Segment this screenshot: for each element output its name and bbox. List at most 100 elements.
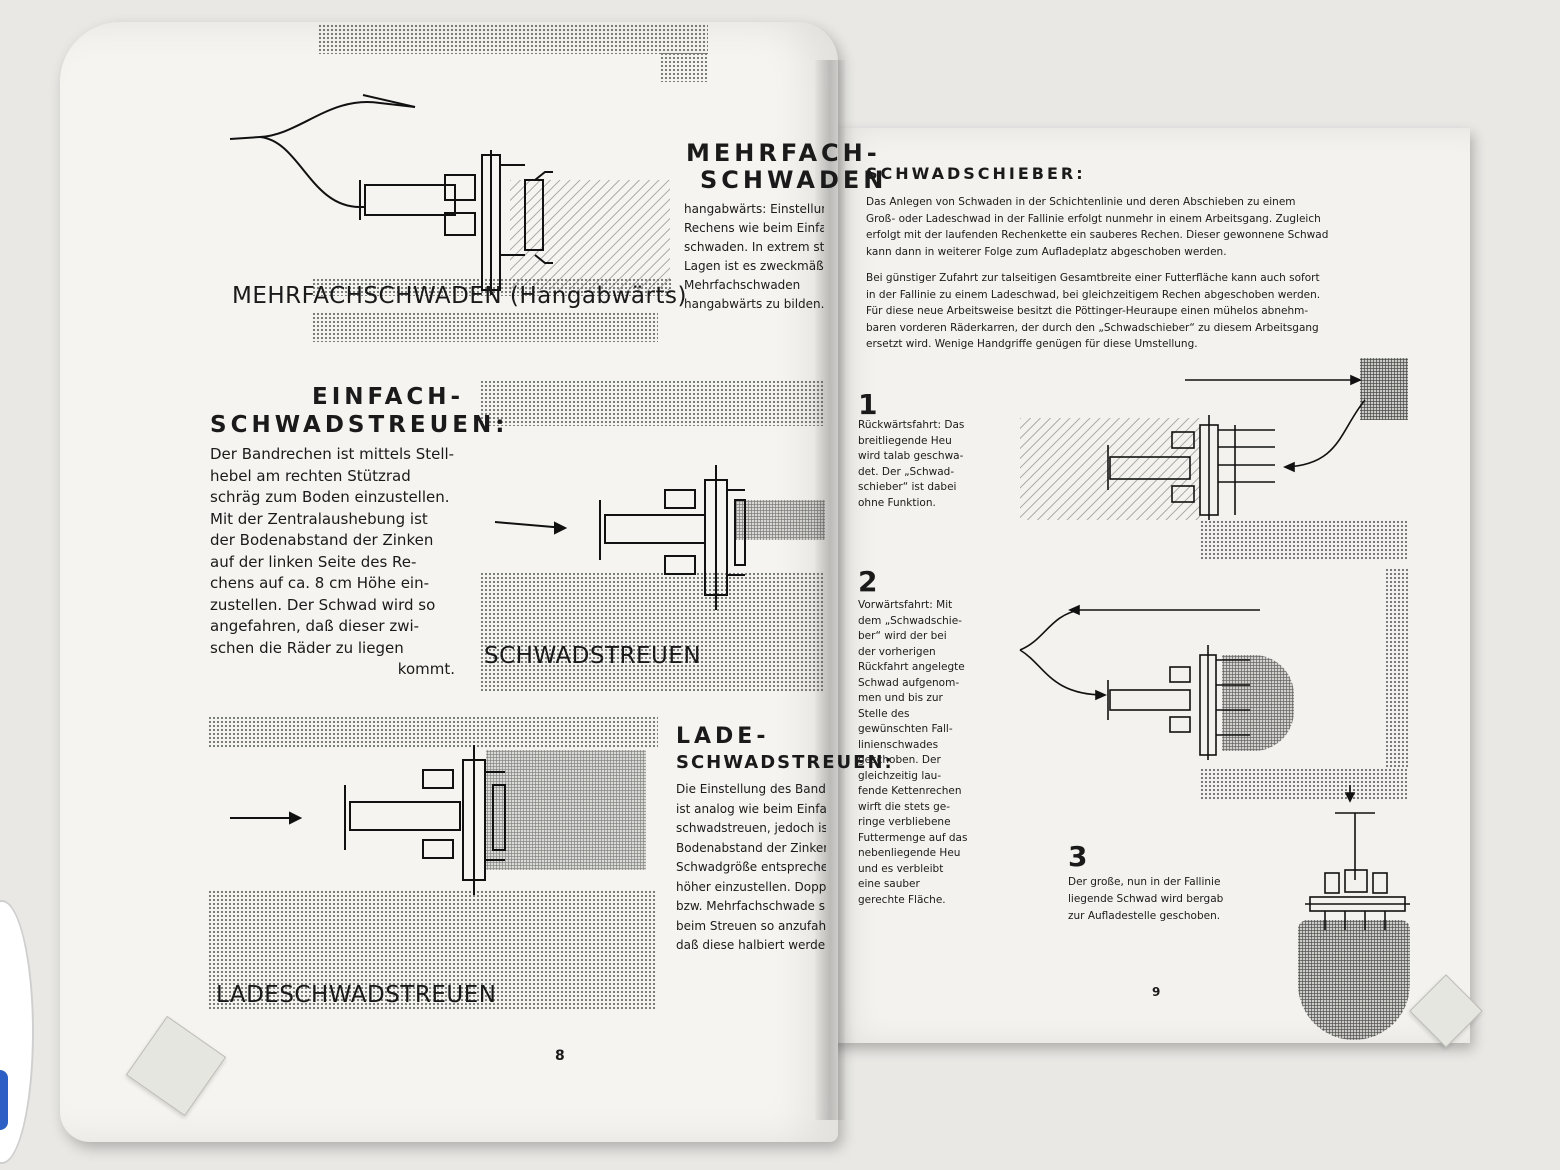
paragraph-1: Das Anlegen von Schwaden in der Schichte… (866, 194, 1426, 260)
page-number-left: 8 (555, 1048, 565, 1064)
stipple-band-mehrfach-lower (312, 312, 658, 342)
text-line: chens auf ca. 8 cm Höhe ein- (210, 574, 430, 592)
text-line: Bei günstiger Zufahrt zur talseitigen Ge… (866, 272, 1320, 284)
text-line: kommt. (397, 660, 455, 678)
text-line: Das Anlegen von Schwaden in der Schichte… (866, 196, 1296, 208)
heading-lade-line2: SCHWADSTREUEN: (676, 752, 894, 773)
text-line: geschoben. Der (858, 754, 941, 766)
text-line: ist analog wie beim Einfach- (676, 801, 826, 816)
text-line: wird talab geschwa- (858, 450, 964, 462)
heading-einfach-line2: SCHWADSTREUEN: (210, 412, 509, 438)
step-number-3: 3 (1068, 840, 1088, 873)
text-line: schieber“ ist dabei (858, 481, 957, 493)
text-line: wirft die stets ge- (858, 800, 951, 813)
text-line: ringe verbliebene (858, 816, 951, 828)
text-line: zur Aufladestelle geschoben. (1068, 910, 1221, 922)
step-text-2: Vorwärtsfahrt: Mit dem „Schwadschie- ber… (858, 598, 967, 908)
right-page (828, 128, 1470, 1043)
text-line: schräg zum Boden einzustellen. (210, 488, 450, 506)
hatch-field-mehrfach (510, 180, 670, 290)
stipple-band-step2-side (1385, 568, 1409, 768)
tractor-diagram-einfach (494, 465, 746, 610)
text-einfach: Der Bandrechen ist mittels Stell- hebel … (210, 444, 455, 681)
heading-mehrfach-line1: MEHRFACH- (686, 139, 881, 167)
text-line: hebel am rechten Stützrad (210, 466, 411, 485)
text-line: in der Fallinie zu einem Ladeschwad, bei… (866, 288, 1321, 301)
stipple-pile-step1 (1360, 358, 1408, 420)
heading-mehrfach-line2: SCHWADEN (700, 166, 888, 194)
text-line: Schwad aufgenom- (858, 676, 960, 689)
tractor-diagram-lade (230, 745, 506, 895)
text-line: dem „Schwadschie- (858, 614, 962, 627)
plate-rim (0, 1070, 8, 1130)
text-line: ersetzt wird. Wenige Handgriffe genügen … (866, 338, 1198, 350)
text-line: hangabwärts zu bilden. (684, 297, 824, 311)
step-text-1: Rückwärtsfahrt: Das breitliegende Heu wi… (858, 418, 964, 511)
text-line: der vorherigen (858, 645, 936, 658)
stipple-band-top-right (660, 52, 708, 82)
stipple-pile-step3 (1298, 920, 1410, 1040)
text-line: schwaden. In extrem steilen (684, 240, 824, 254)
stipple-field-lade (208, 890, 656, 1010)
text-line: Groß- oder Ladeschwad in der Fallinie er… (866, 212, 1321, 225)
text-line: gerechte Fläche. (858, 893, 946, 906)
text-line: Mit der Zentralaushebung ist (210, 509, 428, 528)
text-line: zustellen. Der Schwad wird so (210, 595, 436, 614)
text-line: fende Kettenrechen (858, 785, 962, 797)
text-line: daß diese halbiert werden. (676, 938, 826, 952)
text-line: beim Streuen so anzufahren, (676, 918, 826, 933)
text-line: auf der linken Seite des Re- (210, 552, 417, 571)
caption-ladeschwadstreuen: LADESCHWADSTREUEN (216, 982, 497, 1008)
text-lade: Die Einstellung des Bandrechens ist anal… (676, 780, 826, 956)
step-number-1: 1 (858, 388, 878, 421)
page-number-right: 9 (1152, 985, 1161, 999)
stipple-band-top (318, 24, 708, 54)
text-line: Rechens wie beim Einfach- (684, 221, 824, 235)
text-line: eine sauber (858, 878, 920, 890)
text-line: Bodenabstand der Zinken der (676, 840, 826, 855)
text-line: Für diese neue Arbeitsweise besitzt die … (866, 305, 1309, 317)
text-line: Futtermenge auf das (858, 831, 968, 844)
stipple-swath-lade (486, 750, 646, 870)
text-line: breitliegende Heu (858, 434, 952, 447)
text-line: kann dann in weiterer Folge zum Aufladep… (866, 245, 1227, 258)
paragraph-2: Bei günstiger Zufahrt zur talseitigen Ge… (866, 270, 1426, 353)
diagram-step2 (1019, 604, 1260, 760)
text-line: Stelle des (858, 707, 910, 720)
stipple-band-step2-bottom (1200, 768, 1408, 800)
text-line: Mehrfachschwaden (684, 278, 801, 292)
text-line: gleichzeitig lau- (858, 769, 942, 782)
text-line: Rückfahrt angelegte (858, 661, 965, 673)
heading-lade-line1: LADE- (676, 724, 770, 749)
text-line: Vorwärtsfahrt: Mit (858, 599, 953, 611)
text-line: schwadstreuen, jedoch ist der (676, 821, 826, 835)
step-text-3: Der große, nun in der Fallinie liegende … (1068, 874, 1223, 925)
text-line: höher einzustellen. Doppel- (676, 879, 826, 894)
step-number-2: 2 (858, 565, 878, 598)
text-line: Der Bandrechen ist mittels Stell- (210, 445, 455, 463)
text-line: angefahren, daß dieser zwi- (210, 617, 420, 635)
text-line: men und bis zur (858, 692, 943, 704)
heading-einfach-line1: EINFACH- (312, 384, 465, 410)
text-line: ohne Funktion. (858, 496, 936, 509)
caption-mehrfach: MEHRFACHSCHWADEN (Hangabwärts) (232, 283, 687, 309)
text-mehrfach: hangabwärts: Einstellung des Rechens wie… (684, 200, 824, 314)
diagram-step1 (1107, 374, 1366, 520)
text-line: Der große, nun in der Fallinie (1068, 876, 1221, 888)
text-line: Rückwärtsfahrt: Das (858, 419, 965, 431)
tractor-diagram-mehrfach (229, 94, 553, 295)
text-line: schen die Räder zu liegen (210, 638, 404, 657)
text-line: liegende Schwad wird bergab (1068, 893, 1224, 905)
text-line: gewünschten Fall- (858, 723, 953, 735)
stipple-swath-einfach (735, 500, 825, 540)
text-line: det. Der „Schwad- (858, 465, 955, 478)
stipple-band-lade (208, 716, 658, 748)
diagram-step3 (1305, 785, 1410, 930)
text-line: Die Einstellung des Bandrechens (676, 782, 826, 796)
text-line: erfolgt mit der laufenden Rechenkette ei… (866, 229, 1329, 241)
text-line: und es verbleibt (858, 862, 944, 875)
text-line: Schwadgröße entsprechend (676, 860, 826, 874)
stipple-band-einfach (480, 380, 825, 426)
text-line: baren vorderen Räderkarren, der durch de… (866, 321, 1319, 334)
text-line: linienschwades (858, 738, 939, 751)
